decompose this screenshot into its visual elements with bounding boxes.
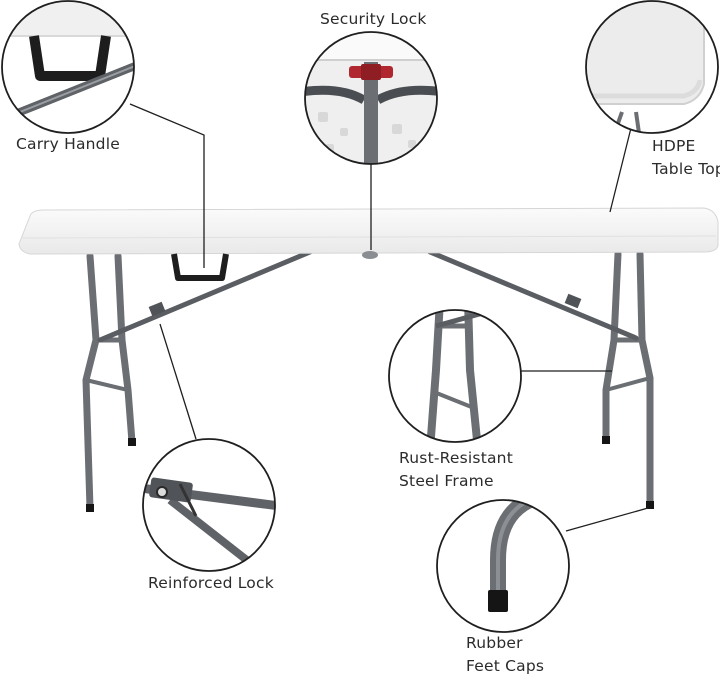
steel-frame-text-line2: Steel Frame	[399, 472, 494, 490]
rubber-feet-label: Rubber Feet Caps	[466, 632, 544, 678]
rubber-feet	[86, 436, 654, 512]
hdpe-table-top-label: HDPE Table Top	[652, 135, 720, 181]
security-lock-knob	[362, 251, 378, 259]
rubber-feet-detail	[436, 499, 570, 633]
left-leg-frame	[82, 252, 136, 512]
steel-frame-detail	[388, 309, 522, 443]
hdpe-text-line1: HDPE	[652, 137, 696, 155]
table-top	[18, 207, 719, 255]
right-brace-bar	[427, 249, 639, 341]
carry-handle-label: Carry Handle	[16, 133, 120, 156]
carry-handle-detail	[1, 0, 135, 134]
security-lock-text: Security Lock	[320, 10, 427, 28]
steel-frame-text-line1: Rust-Resistant	[399, 449, 513, 467]
carry-handle	[171, 253, 229, 281]
carry-handle-text: Carry Handle	[16, 135, 120, 153]
steel-frame-label: Rust-Resistant Steel Frame	[399, 447, 513, 493]
reinforced-lock-text: Reinforced Lock	[148, 574, 274, 592]
security-lock-label: Security Lock	[320, 8, 427, 31]
hdpe-text-line2: Table Top	[652, 160, 720, 178]
rubber-feet-text-line1: Rubber	[466, 634, 523, 652]
callout-lines	[129, 103, 649, 532]
reinforced-lock-label: Reinforced Lock	[148, 572, 274, 595]
security-lock-detail	[304, 31, 438, 165]
folding-table	[18, 207, 719, 512]
hdpe-top-detail	[585, 0, 719, 134]
right-leg-frame	[602, 250, 654, 509]
brace-lock-collar	[148, 301, 166, 317]
rubber-feet-text-line2: Feet Caps	[466, 657, 545, 675]
left-brace-bar	[97, 249, 313, 343]
reinforced-lock-detail	[142, 438, 276, 572]
